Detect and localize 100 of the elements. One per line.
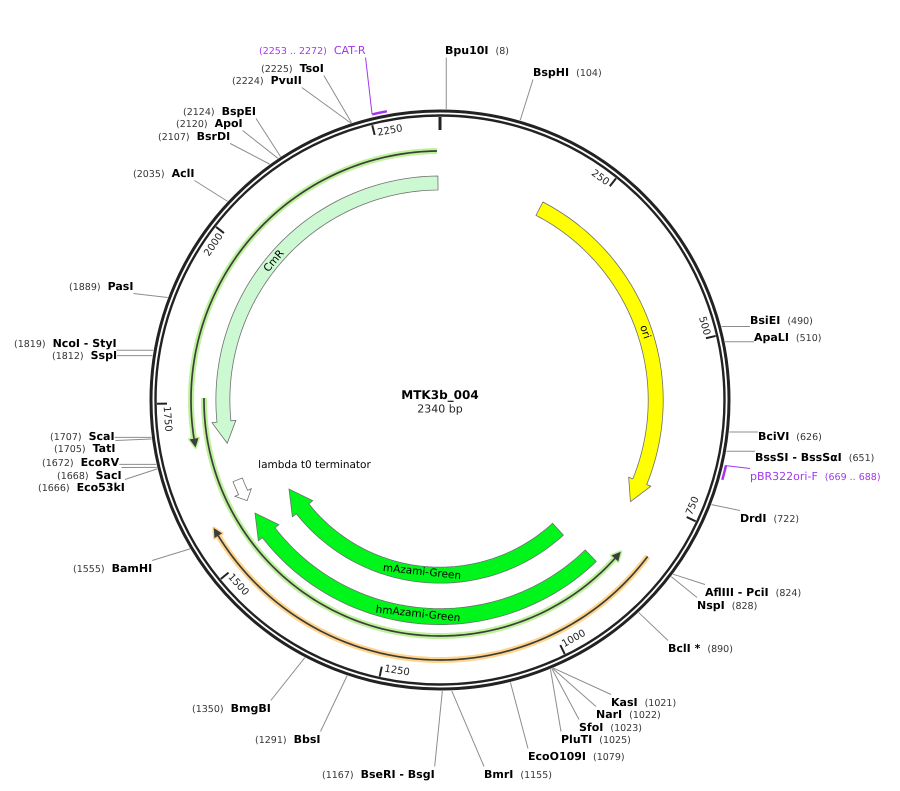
tick-label: 500 (696, 315, 712, 337)
leader-line (320, 675, 348, 732)
site-position: (1025) (599, 734, 631, 746)
enzyme-name: BamHI (112, 562, 152, 574)
site-position: (1555) (73, 564, 105, 576)
enzyme-name: AflIII - PciI (705, 586, 769, 598)
site-position: (510) (796, 332, 822, 344)
leader-line (301, 87, 352, 124)
enzyme-name: BspEI (222, 106, 256, 118)
feature-label: ori (637, 324, 653, 341)
enzyme-name: BssSI - BssSαI (755, 452, 842, 464)
tick-label: 1250 (383, 663, 410, 678)
enzyme-name: PasI (108, 280, 134, 292)
leader-line (114, 436, 152, 438)
site-position: (1668) (57, 470, 89, 482)
enzyme-name: DrdI (740, 512, 767, 524)
primer-position: (2253 .. 2272) (259, 46, 327, 58)
enzyme-name: ApaLI (754, 332, 789, 344)
enzyme-name: TsoI (300, 62, 324, 74)
site-position: (722) (774, 514, 800, 526)
enzyme-name: SspI (90, 350, 118, 362)
tick-label: 1750 (160, 406, 174, 432)
site-position: (1812) (52, 350, 84, 362)
enzyme-name: BseRI - BsgI (360, 768, 435, 780)
site-position: (828) (732, 600, 758, 612)
leader-line (670, 576, 698, 598)
leader-line (194, 180, 228, 202)
enzyme-name: ScaI (88, 430, 115, 442)
leader-line (552, 668, 596, 707)
site-position: (2120) (176, 118, 208, 130)
enzyme-name: BciVI (758, 430, 790, 442)
leader-line (728, 431, 758, 432)
site-position: (1705) (54, 444, 86, 456)
site-position: (490) (787, 316, 813, 328)
leader-line (726, 465, 750, 469)
plasmid-name: MTK3b_004 (401, 388, 479, 402)
site-position: (1023) (610, 722, 642, 734)
site-position: (2035) (133, 168, 165, 180)
primer-name: CAT-R (334, 44, 366, 56)
leader-line (724, 341, 754, 342)
leader-line (114, 438, 152, 441)
leader-line (118, 464, 157, 465)
enzyme-name: BclI * (668, 642, 700, 654)
leader-line (552, 668, 612, 695)
enzyme-name: BbsI (294, 734, 320, 746)
enzyme-name: Eco53kI (76, 482, 125, 494)
leader-line (256, 118, 282, 158)
enzyme-name: PvuII (270, 74, 302, 86)
primer-name: pBR322ori-F (750, 470, 818, 482)
site-position: (1350) (192, 704, 224, 716)
site-position: (2225) (261, 64, 293, 76)
enzyme-name: EcoO109I (528, 750, 586, 762)
site-position: (1021) (644, 698, 676, 710)
leader-line (365, 57, 373, 115)
site-position: (1079) (593, 752, 625, 764)
leader-line (230, 143, 270, 165)
site-position: (8) (496, 46, 509, 58)
enzyme-name: Bpu10I (445, 44, 488, 56)
enzyme-name: NcoI - StyI (52, 338, 117, 350)
site-position: (104) (576, 68, 602, 80)
site-position: (1672) (42, 458, 74, 470)
leader-line (711, 504, 740, 511)
site-position: (1666) (38, 482, 70, 494)
site-position: (1707) (50, 432, 82, 444)
site-position: (824) (776, 588, 802, 600)
leader-line (116, 350, 154, 351)
enzyme-name: BmgBI (230, 702, 271, 714)
primer-position: (669 .. 688) (824, 472, 881, 484)
tick-label: 250 (590, 168, 612, 188)
site-position: (1291) (255, 734, 287, 746)
site-position: (1022) (629, 710, 661, 722)
enzyme-name: BsiEI (750, 314, 780, 326)
leader-line (446, 57, 447, 110)
tick-label: 750 (684, 495, 702, 517)
site-position: (1167) (322, 770, 354, 782)
enzyme-name: NarI (596, 708, 622, 720)
leader-line (672, 574, 706, 585)
leader-line (638, 612, 668, 641)
leader-line (520, 79, 534, 121)
enzyme-name: ApoI (214, 118, 243, 130)
enzyme-name: BspHI (533, 66, 570, 78)
leader-line (434, 690, 443, 767)
leader-line (270, 657, 306, 701)
leader-line (726, 450, 756, 452)
leader-line (242, 130, 278, 159)
leader-line (721, 326, 750, 328)
enzyme-name: KasI (611, 696, 638, 708)
enzyme-name: BmrI (484, 768, 514, 780)
leader-line (132, 293, 168, 298)
feature-label: mAzami-Green (382, 561, 462, 582)
leader-line (510, 682, 528, 749)
tick-label: 2250 (376, 122, 404, 138)
enzyme-name: EcoRV (80, 456, 120, 468)
site-position: (651) (848, 452, 874, 464)
enzyme-name: SfoI (579, 722, 604, 734)
leader-line (152, 548, 190, 561)
enzyme-name: AclI (172, 168, 194, 180)
site-position: (626) (796, 432, 822, 444)
site-position: (1155) (520, 770, 552, 782)
plasmid-length: 2340 bp (417, 402, 463, 416)
